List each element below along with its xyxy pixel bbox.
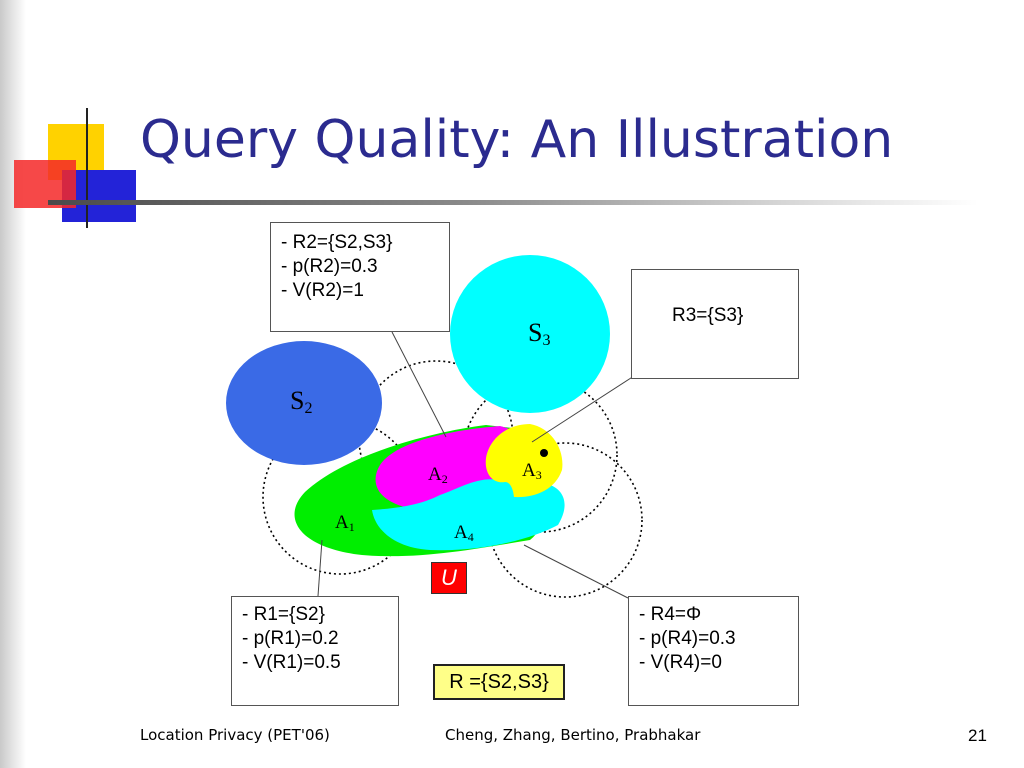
info-r4-line2: - p(R4)=0.3: [639, 628, 736, 649]
info-box-r4: - R4=Φ - p(R4)=0.3 - V(R4)=0: [628, 596, 799, 706]
user-box: U: [431, 562, 467, 594]
info-r2-line3: - V(R2)=1: [281, 280, 364, 301]
result-box: R ={S2,S3}: [433, 664, 565, 700]
info-r3-line1: R3={S3}: [672, 305, 744, 326]
title-underline: [48, 200, 978, 205]
region-a3-label: A3: [522, 460, 542, 482]
info-box-r3: R3={S3}: [631, 269, 799, 379]
sensor-s2-shape: [226, 341, 382, 465]
sensor-s3-shape: [450, 255, 610, 413]
info-box-r1: - R1={S2} - p(R1)=0.2 - V(R1)=0.5: [231, 596, 399, 706]
info-r1-line1: - R1={S2}: [242, 604, 325, 625]
footer-center: Cheng, Zhang, Bertino, Prabhakar: [445, 726, 701, 744]
info-r1-line2: - p(R1)=0.2: [242, 628, 339, 649]
sensor-s3-label: S3: [528, 318, 551, 349]
info-r4-line3: - V(R4)=0: [639, 652, 722, 673]
callout-line-r4: [523, 544, 629, 599]
deco-vertical-line: [86, 108, 88, 228]
left-gradient-bar: [0, 0, 26, 768]
info-r2-line2: - p(R2)=0.3: [281, 256, 378, 277]
region-a1-label: A1: [335, 512, 355, 534]
sensor-s2-label: S2: [290, 386, 313, 417]
region-a2-label: A2: [428, 464, 448, 486]
info-r2-line1: - R2={S2,S3}: [281, 232, 393, 253]
page-number: 21: [968, 726, 987, 745]
callout-line-r3: [531, 375, 635, 443]
callout-line-r1: [317, 539, 323, 597]
info-r4-line1: - R4=Φ: [639, 604, 702, 625]
user-location-dot: [540, 449, 548, 457]
info-box-r2: - R2={S2,S3} - p(R2)=0.3 - V(R2)=1: [270, 222, 450, 332]
region-a4-label: A4: [454, 522, 474, 544]
region-a3-shape: [485, 424, 563, 498]
info-r1-line3: - V(R1)=0.5: [242, 652, 341, 673]
footer-left: Location Privacy (PET'06): [140, 726, 330, 744]
callout-line-r2: [391, 331, 447, 438]
page-title: Query Quality: An Illustration: [140, 110, 894, 170]
